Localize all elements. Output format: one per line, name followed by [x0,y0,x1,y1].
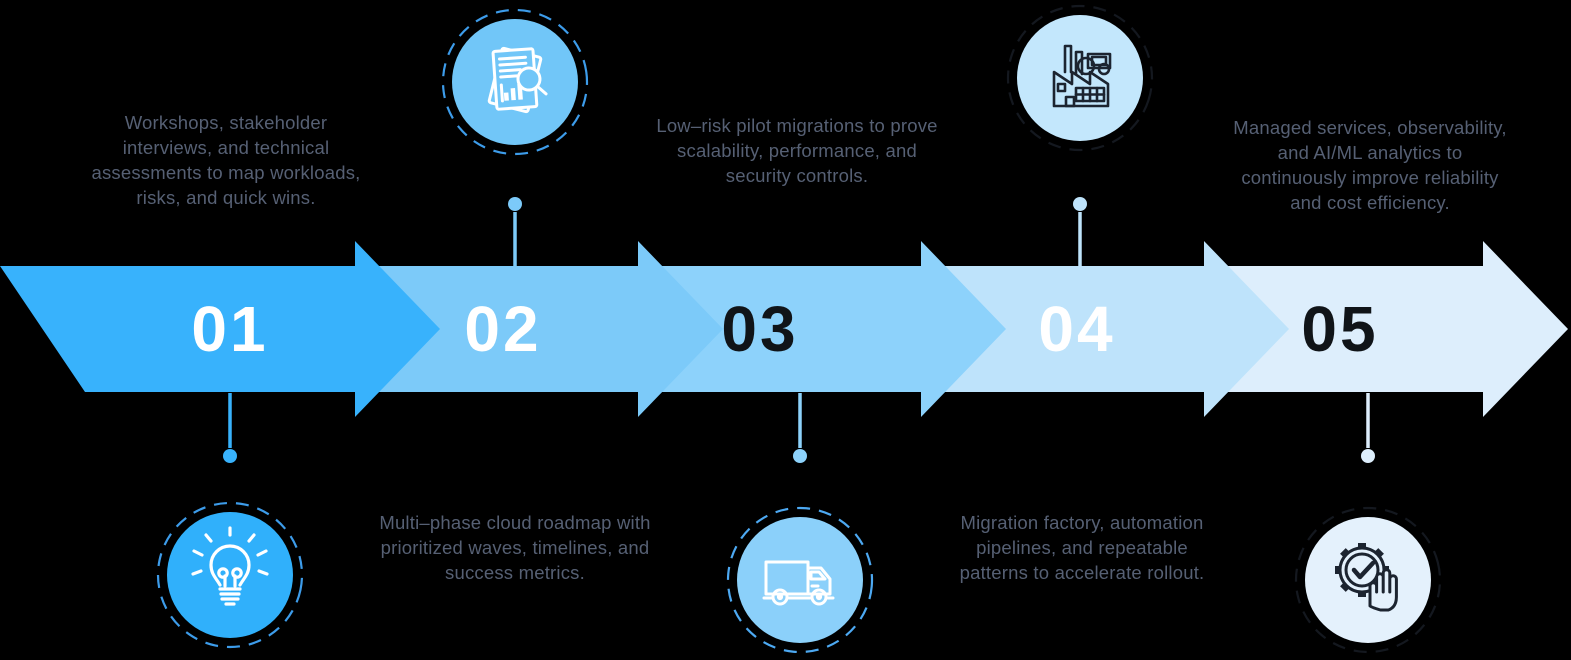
arrow-step-2 [355,241,723,417]
step-description-1: Workshops, stakeholder interviews, and t… [91,112,361,208]
lightbulb-glyph [191,526,269,606]
factory-icon [1000,0,1160,158]
step-number-1: 01 [191,293,268,365]
arrow-step-1 [0,241,440,417]
connector-dot-3 [793,449,807,463]
connector-dot-1 [223,449,237,463]
icon-circle [167,512,293,638]
lightbulb-icon [150,495,310,655]
step-description-2: Multi–phase cloud roadmap with prioritiz… [379,512,651,583]
connector-dot-2 [508,197,522,211]
step-description-4: Migration factory, automation pipelines,… [959,512,1205,583]
gear-check-hand-glyph [1335,543,1398,612]
truck-glyph [762,560,835,606]
report-glyph [487,46,548,114]
connectors [223,197,1375,463]
connector-dot-4 [1073,197,1087,211]
step-number-5: 05 [1301,293,1378,365]
truck-icon [720,500,880,660]
arrow-step-4 [921,241,1289,417]
step-description-5: Managed services, observability, and AI/… [1233,117,1507,213]
step-number-2: 02 [464,293,541,365]
dashed-ring [441,8,589,156]
connector-dot-5 [1361,449,1375,463]
gear-check-hand-icon [1288,500,1448,660]
dashed-ring [1294,506,1442,654]
dashed-ring [1006,4,1154,152]
factory-glyph [1052,44,1112,108]
dashed-ring [156,501,304,649]
assessment-report-icon [435,2,595,162]
arrow-step-3 [638,241,1006,417]
step-number-3: 03 [721,293,798,365]
arrow-step-5 [1204,241,1568,417]
step-description-3: Low–risk pilot migrations to prove scala… [656,115,938,186]
step-number-4: 04 [1038,293,1115,365]
icon-circle [737,517,863,643]
dashed-ring [726,506,874,654]
